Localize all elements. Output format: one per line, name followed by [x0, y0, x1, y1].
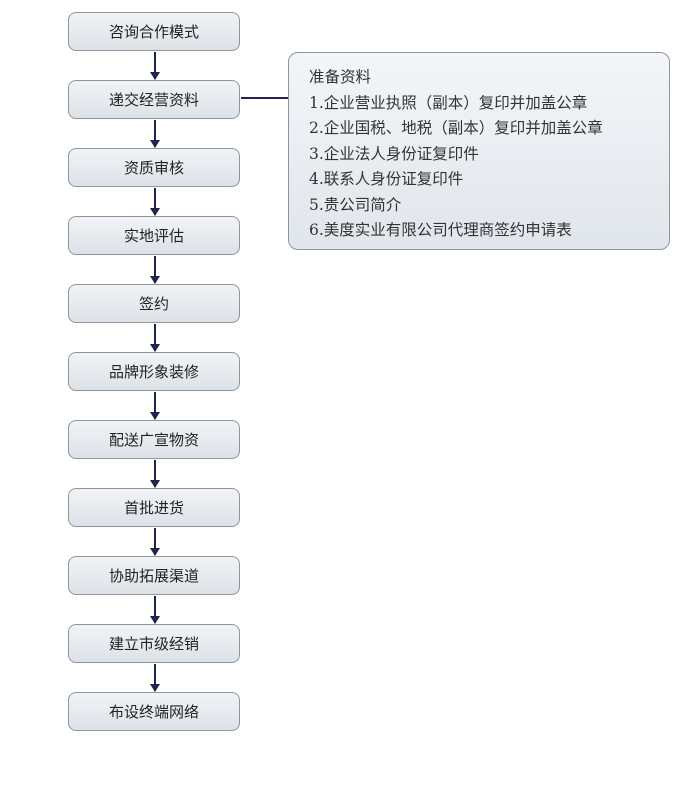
- arrow-down-icon: [150, 188, 160, 216]
- arrow-down-icon: [150, 256, 160, 284]
- flow-step: 递交经营资料: [68, 80, 240, 119]
- arrow-down-icon: [150, 120, 160, 148]
- note-item: 6.美度实业有限公司代理商签约申请表: [309, 221, 572, 239]
- note-item: 1.企业营业执照（副本）复印并加盖公章: [309, 93, 588, 112]
- arrow-down-icon: [150, 52, 160, 80]
- flow-step: 布设终端网络: [68, 692, 240, 731]
- note-item: 5.贵公司简介: [309, 195, 402, 214]
- flow-step: 配送广宣物资: [68, 420, 240, 459]
- arrow-down-icon: [150, 528, 160, 556]
- flow-step: 签约: [68, 284, 240, 323]
- flow-step: 建立市级经销: [68, 624, 240, 663]
- flow-step: 实地评估: [68, 216, 240, 255]
- arrow-down-icon: [150, 392, 160, 420]
- arrow-down-icon: [150, 596, 160, 624]
- flow-step: 资质审核: [68, 148, 240, 187]
- flow-step: 协助拓展渠道: [68, 556, 240, 595]
- note-item: 2.企业国税、地税（副本）复印并加盖公章: [309, 119, 603, 137]
- flow-step: 咨询合作模式: [68, 12, 240, 51]
- note-item: 3.企业法人身份证复印件: [309, 144, 479, 163]
- note-item: 4.联系人身份证复印件: [309, 170, 464, 188]
- materials-note: 准备资料 1.企业营业执照（副本）复印并加盖公章 2.企业国税、地税（副本）复印…: [288, 52, 670, 250]
- flow-step: 首批进货: [68, 488, 240, 527]
- arrow-down-icon: [150, 664, 160, 692]
- arrow-down-icon: [150, 460, 160, 488]
- flow-step: 品牌形象装修: [68, 352, 240, 391]
- connector-line: [241, 97, 288, 99]
- arrow-down-icon: [150, 324, 160, 352]
- note-title: 准备资料: [309, 68, 372, 86]
